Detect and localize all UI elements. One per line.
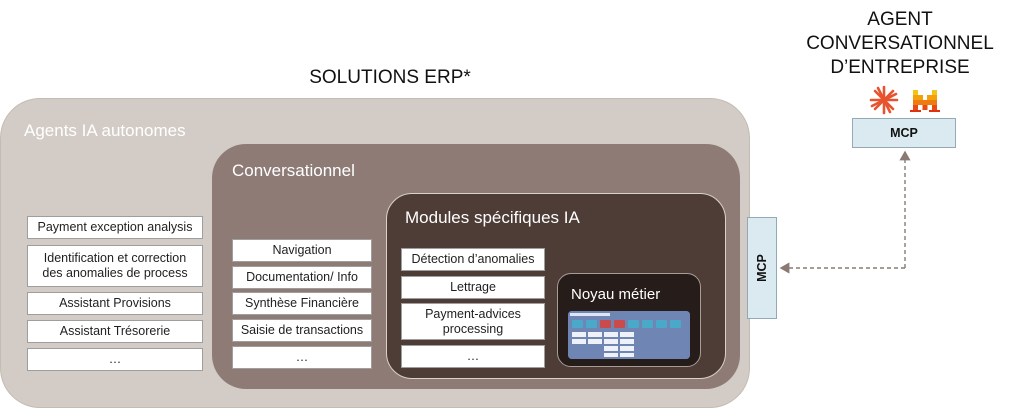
erp-title: SOLUTIONS ERP* xyxy=(309,67,471,88)
agent-item-tresorerie: Assistant Trésorerie xyxy=(27,320,203,343)
agent-item-payment-exception: Payment exception analysis xyxy=(27,216,203,239)
mcp-side-label: MCP xyxy=(755,254,769,282)
mcp-top-box: MCP xyxy=(852,118,956,148)
conv-item-synthese: Synthèse Financière xyxy=(232,292,372,315)
conv-item-navigation: Navigation xyxy=(232,239,372,262)
core-screenshot-thumbnail xyxy=(568,311,690,359)
agent-title-line-3: D’ENTREPRISE xyxy=(830,57,970,78)
agents-ia-label: Agents IA autonomes xyxy=(24,121,186,140)
conversationnel-label: Conversationnel xyxy=(232,161,355,180)
m-logo-icon xyxy=(910,90,940,112)
conv-item-saisie: Saisie de transactions xyxy=(232,319,372,342)
agent-item-more: … xyxy=(27,348,203,371)
module-item-payment-advices: Payment-advices processing xyxy=(401,303,545,340)
conv-item-more: … xyxy=(232,346,372,369)
agent-title-line-2: CONVERSATIONNEL xyxy=(806,33,994,54)
sparkle-icon xyxy=(869,85,899,115)
agent-title: AGENT CONVERSATIONNEL D’ENTREPRISE xyxy=(800,8,1000,80)
agent-item-identification: Identification et correction des anomali… xyxy=(27,245,203,287)
module-item-more: … xyxy=(401,345,545,368)
agent-item-provisions: Assistant Provisions xyxy=(27,292,203,315)
mcp-side-box: MCP xyxy=(747,217,777,319)
conv-item-documentation: Documentation/ Info xyxy=(232,266,372,289)
module-item-detection: Détection d’anomalies xyxy=(401,248,545,271)
agent-title-line-1: AGENT xyxy=(867,9,933,30)
noyau-metier-label: Noyau métier xyxy=(571,286,661,303)
modules-ia-label: Modules spécifiques IA xyxy=(405,208,580,227)
module-item-lettrage: Lettrage xyxy=(401,276,545,299)
